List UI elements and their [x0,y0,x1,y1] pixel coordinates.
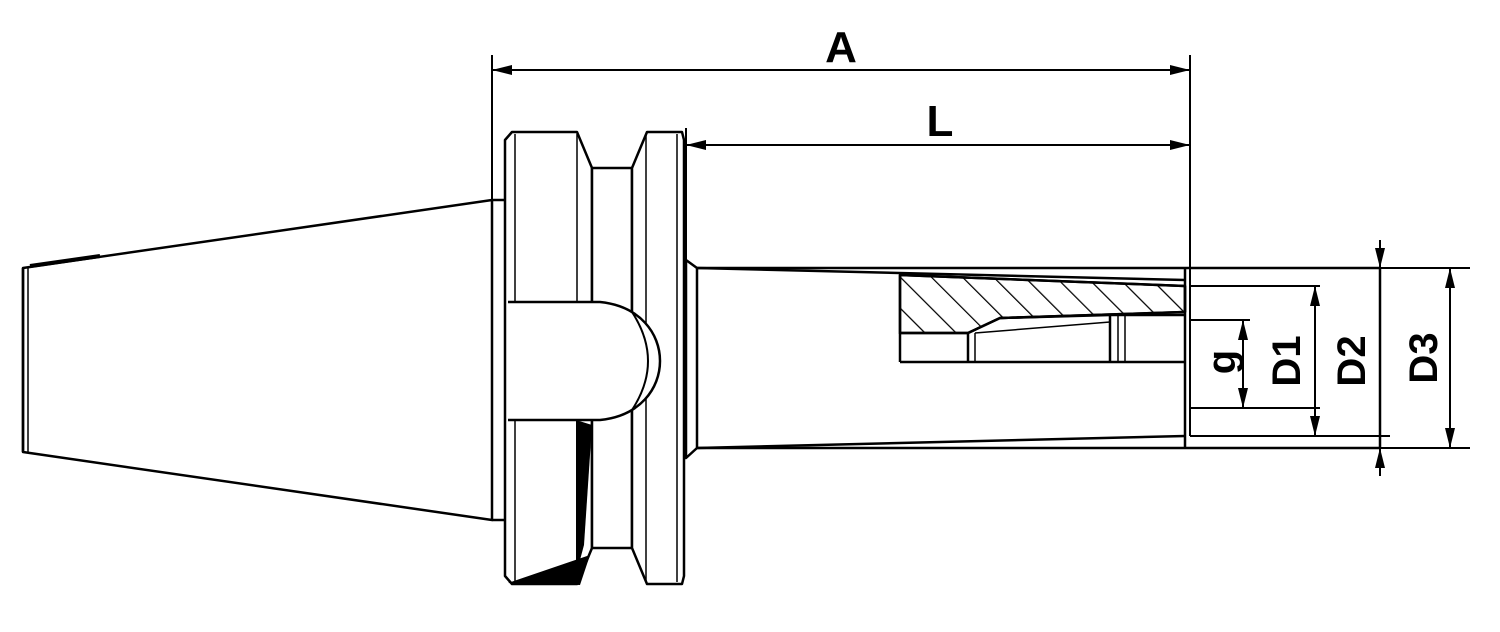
key-slot [508,300,662,422]
label-L: L [927,97,954,146]
label-D3: D3 [1402,332,1446,383]
label-D2: D2 [1330,335,1374,386]
section-bore [898,273,1187,364]
extension-lines [491,55,1470,449]
taper-shank [21,198,504,522]
label-A: A [825,23,857,72]
label-D1: D1 [1265,335,1309,386]
dimension-lines [492,65,1455,476]
label-g: g [1200,350,1244,374]
